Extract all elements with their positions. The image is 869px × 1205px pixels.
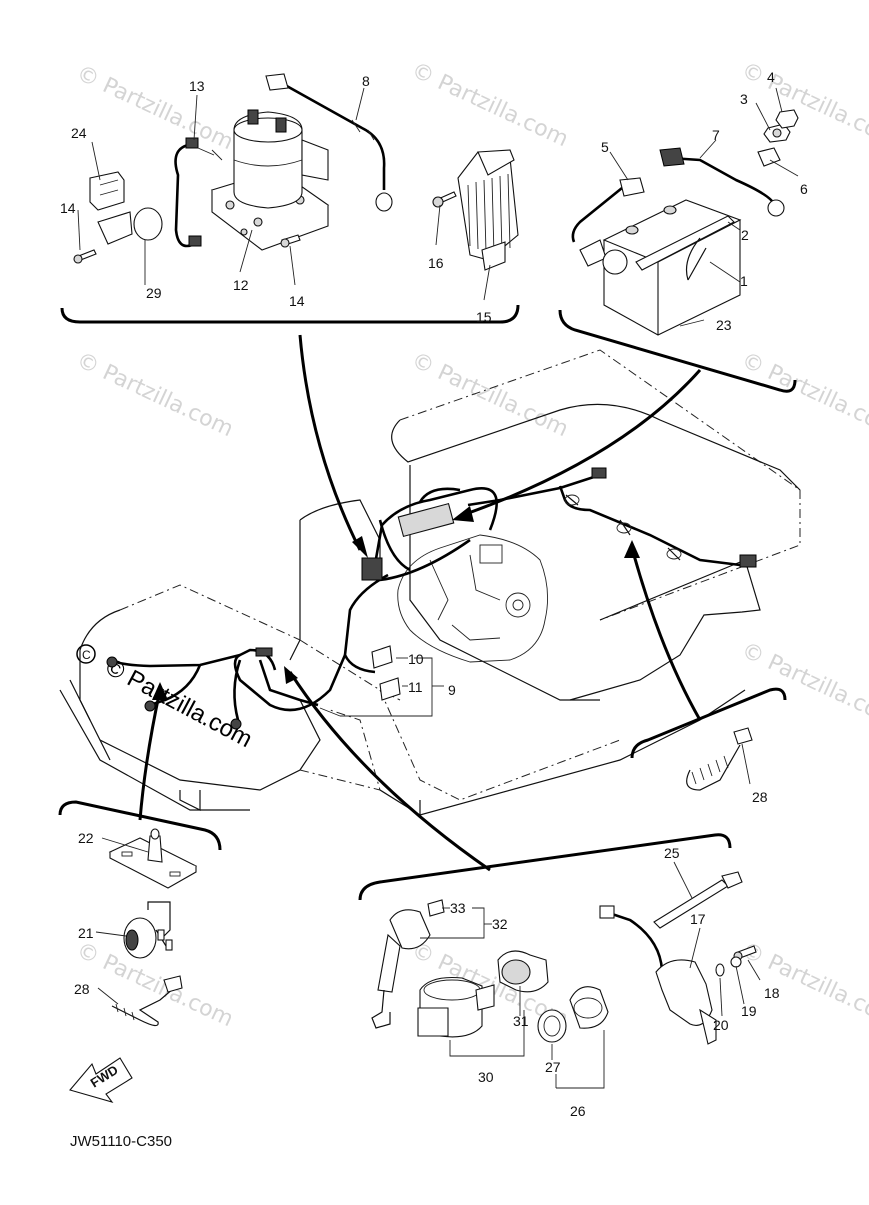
spark-plug-cap: [389, 909, 431, 950]
group-bottom-right: [358, 833, 757, 1045]
lock-ring: [537, 1009, 567, 1043]
washer: [730, 956, 742, 968]
vehicle-frame: [59, 349, 801, 816]
bracket-plate: [97, 211, 133, 245]
callout-5: 5: [601, 139, 609, 155]
callout-28: 28: [74, 981, 90, 997]
group-top-left: [60, 73, 520, 324]
callout-12: 12: [233, 277, 249, 293]
pointer-arrows: [138, 334, 702, 872]
washer: [715, 963, 725, 977]
watermark: © Partzilla.com: [72, 61, 236, 155]
battery-cable: [275, 78, 386, 190]
bracket-horn: [58, 800, 222, 851]
watermark: © Partzilla.com: [737, 938, 869, 1032]
callout-7: 7: [712, 127, 720, 143]
wire-harness: [106, 467, 757, 730]
callout-numbers: 1 2 3 4 5 6 7 8 9 10 11 12 13 14 14 15 1…: [60, 69, 808, 1119]
bracket-top-left: [60, 304, 520, 324]
battery-band: [635, 215, 735, 271]
callout-28: 28: [752, 789, 768, 805]
callout-22: 22: [78, 830, 94, 846]
group-top-right: [558, 109, 799, 393]
socket: [569, 986, 609, 1029]
watermark: © Partzilla.com: [72, 938, 236, 1032]
callout-26: 26: [570, 1103, 586, 1119]
fuse-cover: [133, 207, 163, 241]
callout-14: 14: [60, 200, 76, 216]
callout-33: 33: [450, 900, 466, 916]
callout-21: 21: [78, 925, 94, 941]
callout-32: 32: [492, 916, 508, 932]
callout-31: 31: [513, 1013, 529, 1029]
callout-6: 6: [800, 181, 808, 197]
bracket-switches: [358, 833, 732, 901]
callout-4: 4: [767, 69, 775, 85]
callout-3: 3: [740, 91, 748, 107]
callout-11: 11: [408, 679, 423, 695]
watermark: © Partzilla.com: [72, 348, 236, 442]
watermark-dark: © Partzilla.com: [101, 653, 256, 753]
callout-24: 24: [71, 125, 87, 141]
callout-2: 2: [741, 227, 749, 243]
callout-29: 29: [146, 285, 162, 301]
callout-16: 16: [428, 255, 444, 271]
cable-tie: [163, 975, 183, 993]
watermark: © Partzilla.com: [737, 638, 869, 732]
watermark: © Partzilla.com: [407, 58, 571, 152]
callout-27: 27: [545, 1059, 561, 1075]
cable-tie: [733, 727, 753, 745]
fwd-arrow: FWD: [69, 1057, 133, 1103]
callout-13: 13: [189, 78, 205, 94]
watermark: © Partzilla.com: [737, 348, 869, 442]
engine: [397, 534, 549, 663]
svg-text:C: C: [82, 648, 91, 662]
callout-30: 30: [478, 1069, 494, 1085]
callout-18: 18: [764, 985, 780, 1001]
speed-sensor: [655, 959, 713, 1026]
negative-lead: [571, 186, 623, 243]
watermark: © Partzilla.com: [407, 348, 571, 442]
group-bottom-left: FWD: [58, 800, 222, 1103]
callout-1: 1: [740, 273, 748, 289]
bolt: [757, 147, 781, 167]
callout-25: 25: [664, 845, 680, 861]
fuse-lead: [174, 143, 193, 248]
callout-14: 14: [289, 293, 305, 309]
callout-20: 20: [713, 1017, 729, 1033]
callout-15: 15: [476, 309, 492, 325]
bracket-clamp: [630, 687, 787, 759]
leader-lines: [77, 87, 799, 1089]
callout-8: 8: [362, 73, 370, 89]
catalog-code: JW51110-C350: [70, 1133, 172, 1150]
callout-19: 19: [741, 1003, 757, 1019]
callout-17: 17: [690, 911, 706, 927]
callout-10: 10: [408, 651, 424, 667]
positive-lead: [669, 156, 776, 205]
callout-23: 23: [716, 317, 732, 333]
callout-9: 9: [448, 682, 456, 698]
bracket-battery: [558, 309, 797, 393]
fuse-holder: [89, 171, 125, 211]
group-right-mid: [630, 687, 787, 791]
nut: [775, 109, 799, 129]
